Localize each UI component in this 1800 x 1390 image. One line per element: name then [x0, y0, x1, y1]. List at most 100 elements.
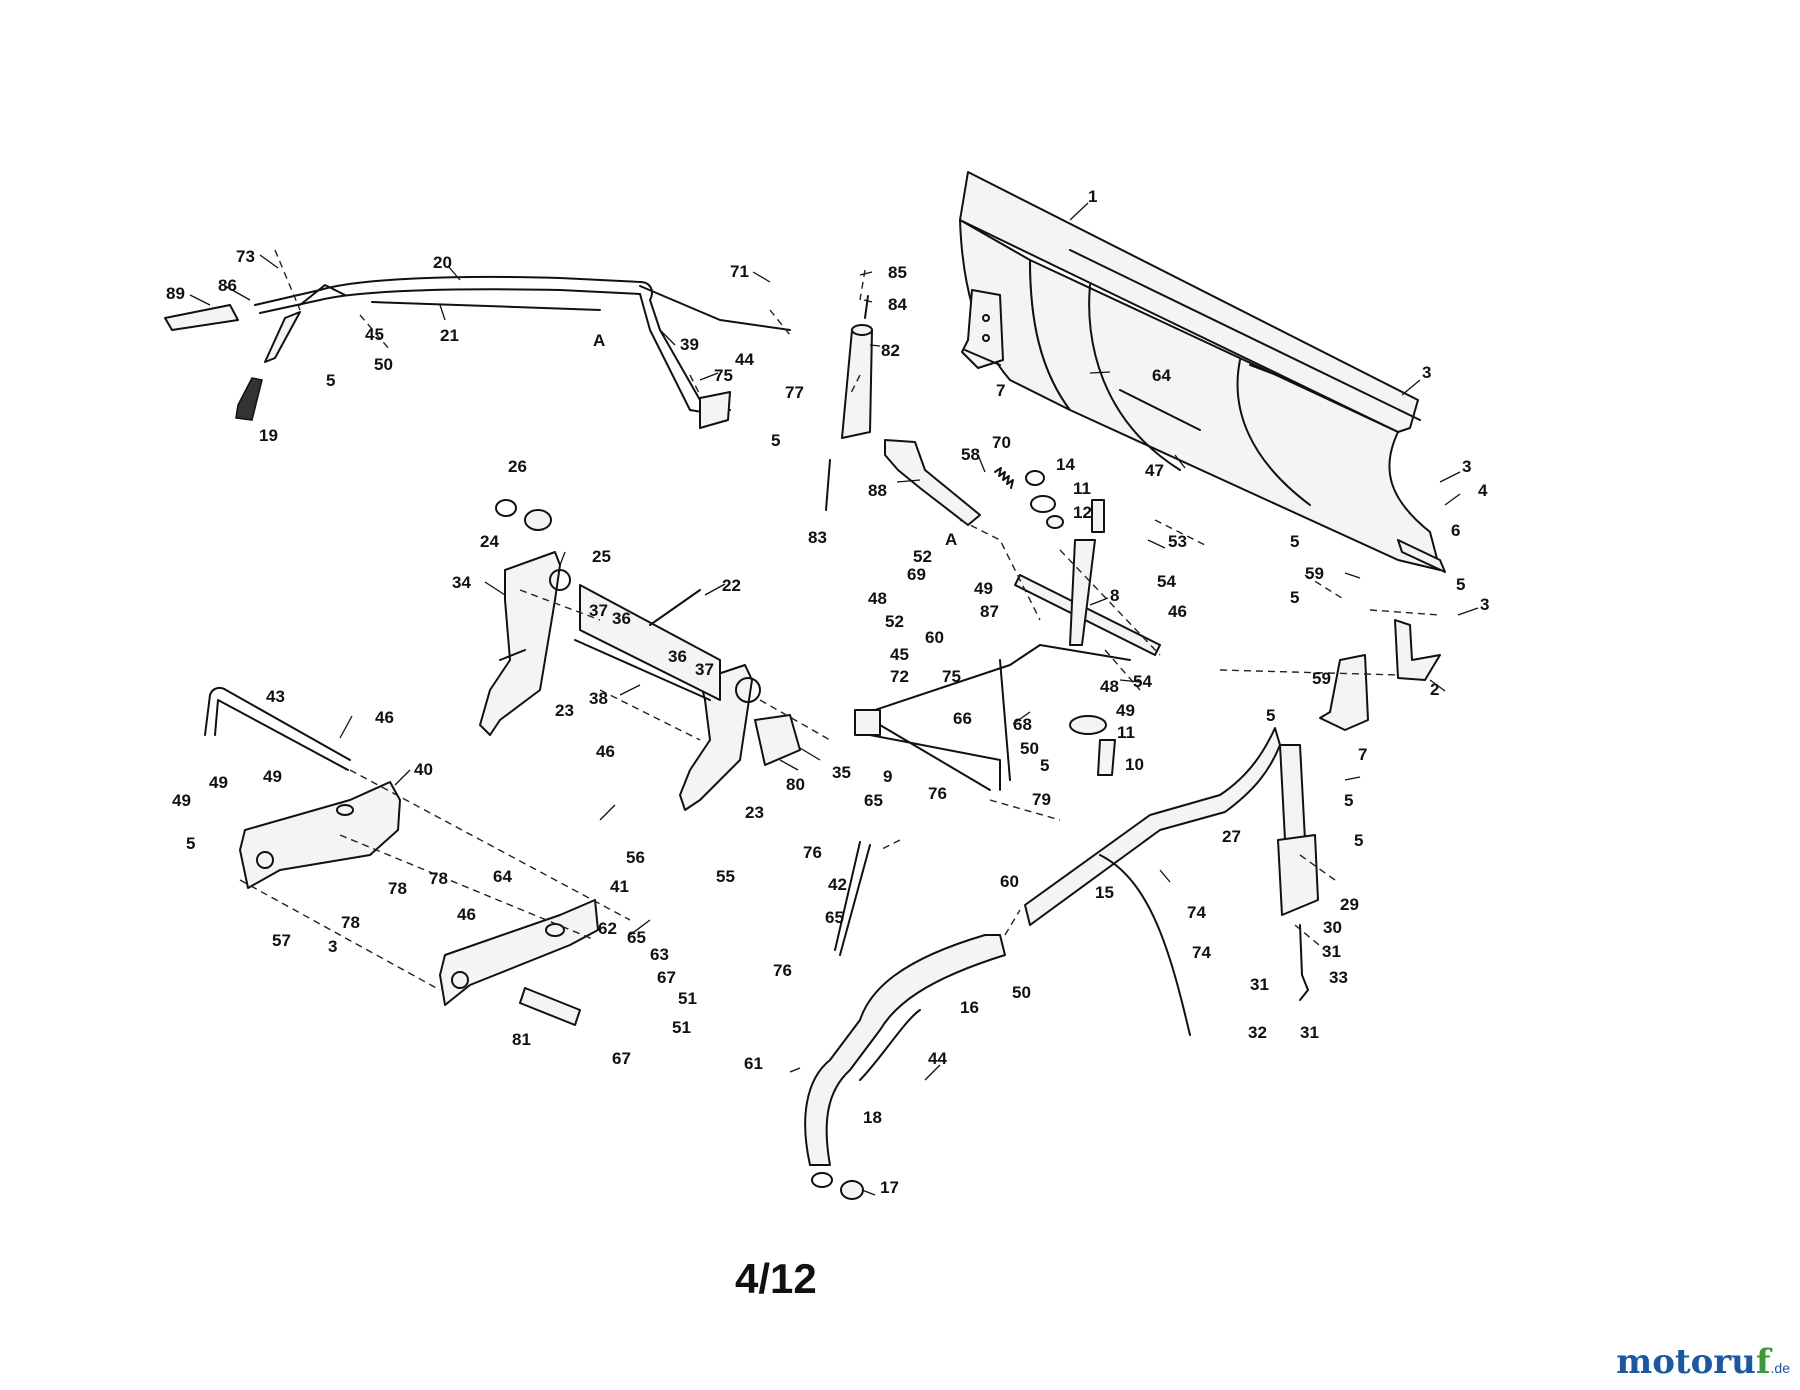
handle-grip-80: [754, 714, 801, 766]
watermark-main: motoru: [1616, 1342, 1756, 1382]
callout-3: 3: [1462, 457, 1471, 476]
callout-82: 82: [881, 341, 900, 360]
lift-cylinder: [825, 295, 873, 511]
callout-21: 21: [440, 326, 459, 345]
callout-44: 44: [928, 1049, 947, 1068]
callout-31: 31: [1322, 942, 1341, 961]
callout-3: 3: [1422, 363, 1431, 382]
callout-16: 16: [960, 998, 979, 1017]
callout-54: 54: [1133, 672, 1152, 691]
callout-48: 48: [868, 589, 887, 608]
callout-42: 42: [828, 875, 847, 894]
callout-53: 53: [1168, 532, 1187, 551]
callout-67: 67: [657, 968, 676, 987]
callout-45: 45: [365, 325, 384, 344]
callout-11: 11: [1117, 723, 1135, 742]
callout-30: 30: [1323, 918, 1342, 937]
callout-52: 52: [885, 612, 904, 631]
callout-49: 49: [974, 579, 993, 598]
callout-73: 73: [236, 247, 255, 266]
callout-5: 5: [186, 834, 195, 853]
washer-stack: [1025, 470, 1116, 776]
callout-leaders: [189, 202, 1479, 1196]
callout-38: 38: [589, 689, 608, 708]
callout-5: 5: [1456, 575, 1465, 594]
callout-64: 64: [493, 867, 512, 886]
callout-61: 61: [744, 1054, 763, 1073]
bar-81: [519, 987, 581, 1026]
callout-65: 65: [825, 908, 844, 927]
callout-77: 77: [785, 383, 804, 402]
callout-67: 67: [612, 1049, 631, 1068]
callout-80: 80: [786, 775, 805, 794]
callout-5: 5: [1266, 706, 1275, 725]
callout-58: 58: [961, 445, 980, 464]
callout-69: 69: [907, 565, 926, 584]
callout-27: 27: [1222, 827, 1241, 846]
callout-31: 31: [1250, 975, 1269, 994]
callout-7: 7: [1358, 745, 1367, 764]
callout-76: 76: [803, 843, 822, 862]
callout-50: 50: [1020, 739, 1039, 758]
callout-47: 47: [1145, 461, 1164, 480]
callout-26: 26: [508, 457, 527, 476]
angle-bracket-88: [884, 439, 981, 526]
bracket-2: [1394, 619, 1441, 681]
callout-84: 84: [888, 295, 907, 314]
callout-65: 65: [864, 791, 883, 810]
callout-17: 17: [880, 1178, 899, 1197]
callout-24: 24: [480, 532, 499, 551]
page-number: 4/12: [735, 1255, 817, 1302]
callout-78: 78: [388, 879, 407, 898]
callout-49: 49: [209, 773, 228, 792]
callout-2: 2: [1430, 680, 1439, 699]
callout-5: 5: [1040, 756, 1049, 775]
callout-87: 87: [980, 602, 999, 621]
callout-40: 40: [414, 760, 433, 779]
callout-44: 44: [735, 350, 754, 369]
callout-3: 3: [328, 937, 337, 956]
callout-60: 60: [1000, 872, 1019, 891]
callout-85: 85: [888, 263, 907, 282]
callout-9: 9: [883, 767, 892, 786]
callout-11: 11: [1073, 479, 1091, 498]
callout-5: 5: [1290, 532, 1299, 551]
latch-29: [1277, 834, 1319, 1001]
callout-46: 46: [596, 742, 615, 761]
mounting-bracket-upper: [961, 289, 1004, 369]
callout-31: 31: [1300, 1023, 1319, 1042]
handle-tube-16: [804, 934, 1006, 1166]
callout-71: 71: [730, 262, 749, 281]
callout-88: 88: [868, 481, 887, 500]
callout-76: 76: [773, 961, 792, 980]
spring: [994, 467, 1014, 489]
plow-blade: [959, 171, 1446, 573]
callout-89: 89: [166, 284, 185, 303]
mounting-bracket-lower: [1319, 654, 1369, 731]
plate-40: [239, 781, 401, 889]
callout-19: 19: [259, 426, 278, 445]
callout-14: 14: [1056, 455, 1075, 474]
watermark-logo: motoruf.de: [1616, 1342, 1790, 1382]
callout-54: 54: [1157, 572, 1176, 591]
callout-5: 5: [771, 431, 780, 450]
callout-33: 33: [1329, 968, 1348, 987]
callout-7: 7: [996, 381, 1005, 400]
cross-tube: [574, 584, 721, 701]
callout-65: 65: [627, 928, 646, 947]
callout-A: A: [945, 530, 957, 549]
handle-tube-15: [1024, 727, 1306, 1036]
callout-66: 66: [953, 709, 972, 728]
callout-29: 29: [1340, 895, 1359, 914]
callout-78: 78: [429, 869, 448, 888]
watermark-accent: f: [1755, 1342, 1771, 1382]
callout-20: 20: [433, 253, 452, 272]
callout-46: 46: [1168, 602, 1187, 621]
callout-39: 39: [680, 335, 699, 354]
callout-5: 5: [1344, 791, 1353, 810]
callout-23: 23: [745, 803, 764, 822]
callout-49: 49: [172, 791, 191, 810]
rod-43: [204, 686, 351, 771]
callout-18: 18: [863, 1108, 882, 1127]
